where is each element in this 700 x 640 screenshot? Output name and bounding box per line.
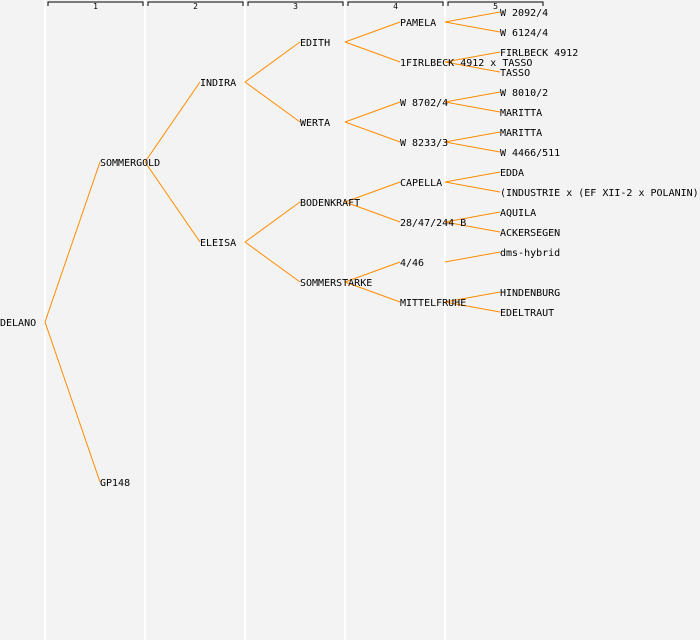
column-header: 5 <box>493 2 498 11</box>
pedigree-edge <box>344 201 401 223</box>
column-header: 3 <box>293 2 298 11</box>
pedigree-edge <box>444 101 501 113</box>
pedigree-node[interactable]: ACKERSEGEN <box>500 228 560 239</box>
pedigree-edge <box>444 301 501 313</box>
pedigree-node[interactable]: W 4466/511 <box>500 148 560 159</box>
pedigree-edge <box>44 321 101 483</box>
pedigree-edge <box>444 131 501 143</box>
pedigree-node[interactable]: FIRLBECK 4912 <box>500 48 578 59</box>
column-header: 4 <box>393 2 398 11</box>
pedigree-node[interactable]: W 8010/2 <box>500 88 548 99</box>
pedigree-node[interactable]: EDELTRAUT <box>500 308 554 319</box>
pedigree-node[interactable]: 28/47/244 B <box>400 218 466 229</box>
column-bracket <box>447 1 544 6</box>
pedigree-edge <box>144 81 201 163</box>
pedigree-node[interactable]: CAPELLA <box>400 178 442 189</box>
pedigree-node[interactable]: MARITTA <box>500 128 542 139</box>
pedigree-edge <box>344 121 401 143</box>
pedigree-node[interactable]: EDITH <box>300 38 330 49</box>
column-header: 2 <box>193 2 198 11</box>
pedigree-edge <box>244 201 301 243</box>
pedigree-edge <box>444 91 501 103</box>
column-bracket <box>47 1 144 6</box>
generation-headers: 1 2 3 4 5 <box>47 1 544 11</box>
pedigree-edge <box>344 21 401 43</box>
pedigree-edge <box>444 291 501 303</box>
pedigree-edge <box>444 61 501 73</box>
column-bracket <box>347 1 444 6</box>
column-bracket <box>147 1 244 6</box>
pedigree-edge <box>444 171 501 183</box>
pedigree-node[interactable]: W 8702/4 <box>400 98 448 109</box>
pedigree-edge <box>444 211 501 223</box>
column-dividers <box>44 0 446 640</box>
pedigree-node[interactable]: ELEISA <box>200 238 236 249</box>
pedigree-node[interactable]: INDIRA <box>200 78 236 89</box>
pedigree-node[interactable]: W 6124/4 <box>500 28 548 39</box>
column-header: 1 <box>93 2 98 11</box>
pedigree-edge <box>244 81 301 123</box>
pedigree-node[interactable]: (INDUSTRIE x (EF XII-2 x POLANIN)) <box>500 188 700 199</box>
pedigree-node[interactable]: MARITTA <box>500 108 542 119</box>
pedigree-edge <box>144 161 201 243</box>
pedigree-edge <box>344 181 401 203</box>
pedigree-node[interactable]: W 8233/3 <box>400 138 448 149</box>
pedigree-node[interactable]: MITTELFRUHE <box>400 298 466 309</box>
pedigree-node[interactable]: BODENKRAFT <box>300 198 360 209</box>
pedigree-edge <box>344 41 401 63</box>
pedigree-node[interactable]: SOMMERGOLD <box>100 158 160 169</box>
pedigree-edge <box>444 21 501 33</box>
pedigree-edge <box>444 221 501 233</box>
pedigree-node[interactable]: AQUILA <box>500 208 536 219</box>
pedigree-edge <box>344 281 401 303</box>
pedigree-edge <box>444 51 501 63</box>
tree-nodes: DELANO SOMMERGOLD INDIRA EDITH PAMELA W 2092/… <box>0 8 700 489</box>
pedigree-node[interactable]: SOMMERSTARKE <box>300 278 372 289</box>
pedigree-node[interactable]: dms-hybrid <box>500 248 560 259</box>
pedigree-edge <box>344 261 401 283</box>
column-bracket <box>247 1 344 6</box>
pedigree-edge <box>444 11 501 23</box>
pedigree-node[interactable]: PAMELA <box>400 18 436 29</box>
pedigree-edge <box>444 181 501 193</box>
tree-edges <box>44 11 501 483</box>
pedigree-node[interactable]: 4/46 <box>400 258 424 269</box>
pedigree-node[interactable]: TASSO <box>500 68 530 79</box>
pedigree-edge <box>444 141 501 153</box>
pedigree-node[interactable]: HINDENBURG <box>500 288 560 299</box>
pedigree-edge <box>444 251 501 263</box>
pedigree-edge <box>344 101 401 123</box>
pedigree-node[interactable]: W 2092/4 <box>500 8 548 19</box>
pedigree-edge <box>44 161 101 323</box>
pedigree-edge <box>244 41 301 83</box>
pedigree-node[interactable]: WERTA <box>300 118 330 129</box>
pedigree-node[interactable]: GP148 <box>100 478 130 489</box>
pedigree-node[interactable]: 1FIRLBECK 4912 x TASSO <box>400 58 532 69</box>
pedigree-node[interactable]: DELANO <box>0 318 36 329</box>
pedigree-edge <box>244 241 301 283</box>
pedigree-node[interactable]: EDDA <box>500 168 524 179</box>
